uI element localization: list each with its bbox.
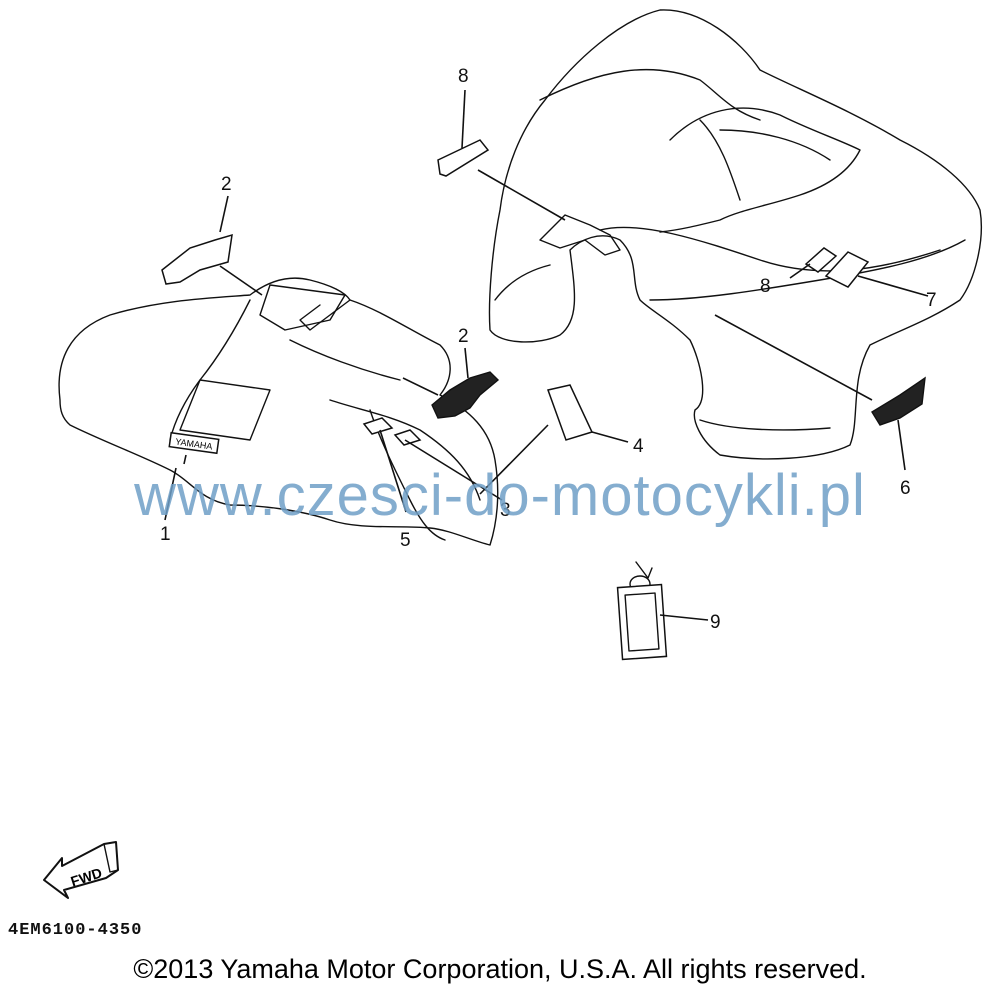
decal-1-yamaha: YAMAHA [168,431,220,455]
decal-7 [824,251,870,288]
callout-2-side: 2 [458,326,469,347]
callout-5: 5 [400,530,411,551]
fwd-label: FWD [69,864,104,889]
callout-6: 6 [900,478,911,499]
decal-5 [362,417,394,435]
copyright-notice: ©2013 Yamaha Motor Corporation, U.S.A. A… [133,954,867,984]
callout-9: 9 [710,612,721,633]
rear-fender [488,9,982,460]
decal-6 [871,376,926,426]
decal-8-right [804,247,838,273]
callout-3: 3 [500,500,511,521]
callout-8-upper: 8 [458,66,469,87]
decal-3 [393,429,422,446]
decal-4 [547,384,594,441]
front-fender [58,277,499,546]
decal-9-tag [616,561,668,661]
callout-4: 4 [633,436,644,457]
fwd-arrow: FWD [43,841,119,899]
decal-2-upper [161,233,233,285]
callout-8-right: 8 [760,276,771,297]
leader-lines [164,89,929,621]
callout-2-upper: 2 [221,174,232,195]
decal-8-upper [437,139,490,177]
diagram-code: 4EM6100-4350 [8,921,143,940]
callout-1: 1 [160,524,171,545]
decal-2-side [431,371,500,419]
callout-7: 7 [926,290,937,311]
watermark: www.czesci-do-motocykli.pl [134,463,866,528]
